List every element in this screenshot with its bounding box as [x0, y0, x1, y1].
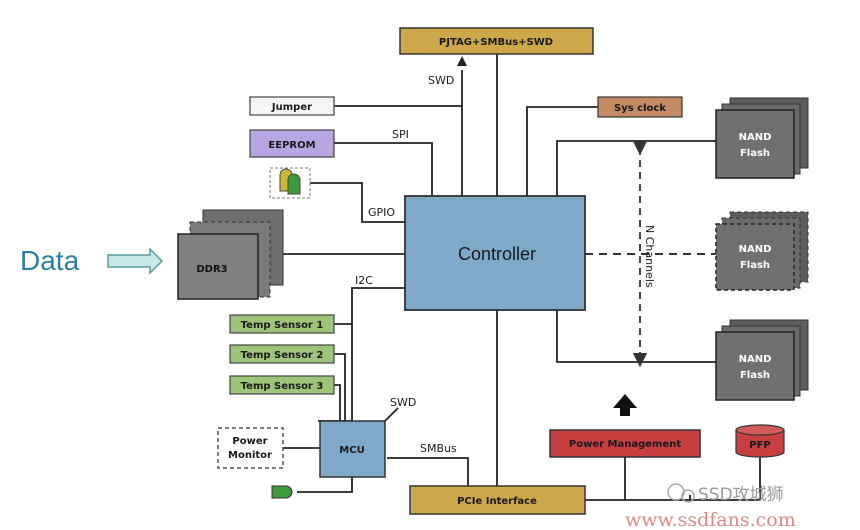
watermark-brand: SSD攻城狮	[698, 485, 784, 505]
data-label: Data	[20, 245, 80, 276]
svg-text:NAND: NAND	[739, 244, 772, 255]
smbus-label: SMBus	[420, 442, 457, 455]
watermark-url: www.ssdfans.com	[625, 509, 796, 530]
svg-text:PCIe Interface: PCIe Interface	[457, 496, 537, 507]
connection-lines	[283, 54, 761, 501]
pcie-interface-box: PCIe Interface	[409, 485, 586, 515]
svg-text:EEPROM: EEPROM	[268, 140, 315, 151]
controller-box: Controller	[404, 195, 586, 311]
power-management-box: Power Management	[549, 429, 701, 458]
svg-text:Temp Sensor 1: Temp Sensor 1	[241, 320, 324, 331]
n-channels-label: N Channels	[643, 225, 656, 288]
power-monitor-box: Power Monitor	[217, 427, 284, 469]
small-led-icon	[271, 485, 293, 499]
power-up-arrow	[613, 394, 637, 416]
temp-sensor-2: Temp Sensor 2	[229, 344, 335, 364]
led-icon	[269, 167, 311, 199]
svg-text:NAND: NAND	[739, 354, 772, 365]
svg-text:PFP: PFP	[749, 440, 771, 451]
temp-sensor-1: Temp Sensor 1	[229, 314, 335, 334]
svg-text:MCU: MCU	[339, 445, 364, 456]
swd-up-arrow	[457, 56, 467, 66]
pfp-cylinder: PFP	[735, 424, 785, 458]
svg-text:Flash: Flash	[740, 370, 770, 381]
mcu-box: MCU	[319, 420, 386, 478]
swd-top-label: SWD	[428, 74, 454, 87]
swd-mcu-label: SWD	[390, 396, 416, 409]
svg-text:DDR3: DDR3	[196, 264, 227, 275]
sys-clock-box: Sys clock	[597, 96, 683, 118]
svg-text:Monitor: Monitor	[228, 450, 272, 461]
svg-text:Sys clock: Sys clock	[614, 103, 666, 114]
nand-flash-1: NAND Flash	[715, 97, 809, 179]
watermark: SSD攻城狮 www.ssdfans.com	[625, 483, 796, 530]
nand-flash-3: NAND Flash	[715, 319, 809, 401]
eeprom-box: EEPROM	[249, 129, 335, 158]
svg-text:Power Management: Power Management	[569, 439, 681, 450]
svg-text:PJTAG+SMBus+SWD: PJTAG+SMBus+SWD	[439, 37, 553, 48]
svg-text:Flash: Flash	[740, 260, 770, 271]
spi-label: SPI	[392, 128, 409, 141]
temp-sensor-3: Temp Sensor 3	[229, 375, 335, 395]
svg-text:Flash: Flash	[740, 148, 770, 159]
i2c-label: I2C	[355, 274, 373, 287]
svg-text:Temp Sensor 2: Temp Sensor 2	[241, 350, 324, 361]
gpio-label: GPIO	[368, 206, 395, 219]
pjtag-box: PJTAG+SMBus+SWD	[399, 27, 594, 55]
svg-text:Jumper: Jumper	[271, 102, 312, 113]
data-arrow-icon	[107, 247, 164, 275]
ddr3-box: DDR3	[177, 209, 284, 300]
svg-text:Temp Sensor 3: Temp Sensor 3	[241, 381, 324, 392]
nand-flash-2: NAND Flash	[715, 211, 809, 291]
svg-text:Controller: Controller	[458, 244, 536, 264]
svg-text:Power: Power	[232, 436, 267, 447]
svg-text:NAND: NAND	[739, 132, 772, 143]
jumper-box: Jumper	[249, 96, 335, 116]
